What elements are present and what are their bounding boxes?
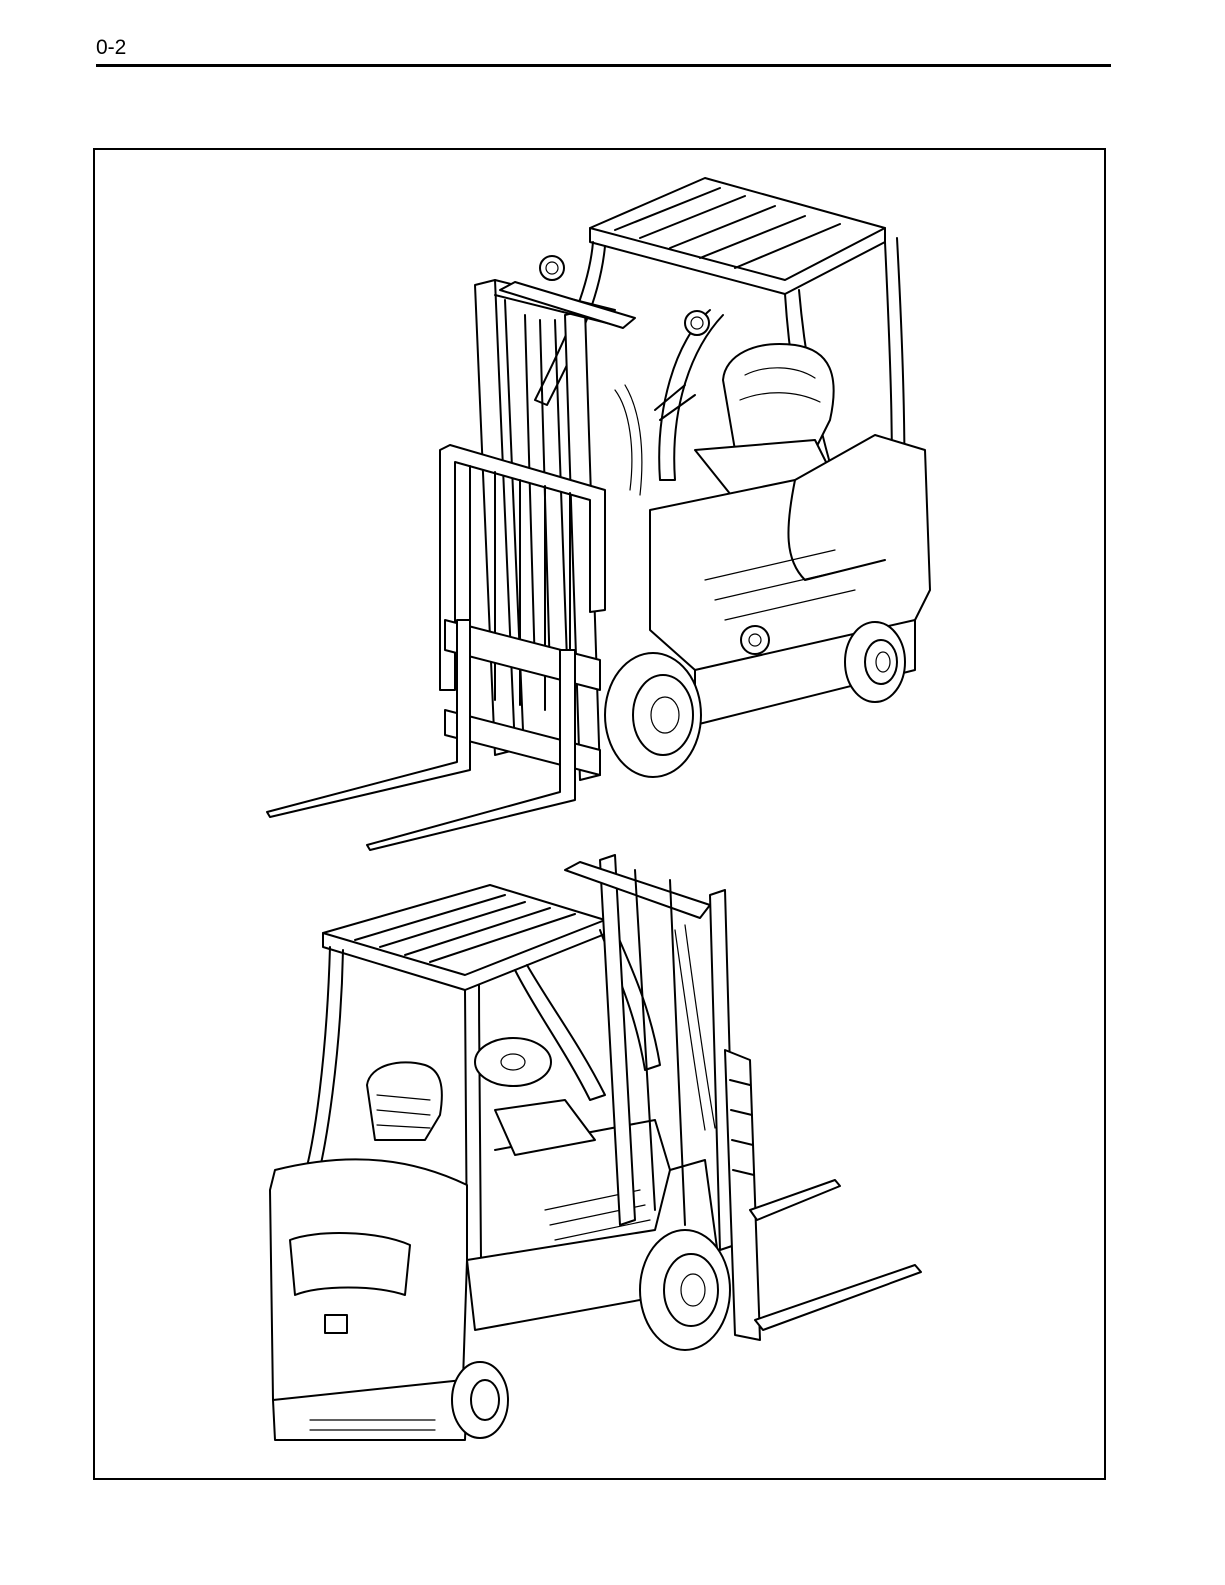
- figure-frame: [93, 148, 1106, 1480]
- page-header: 0-2: [96, 36, 1111, 68]
- page-number: 0-2: [96, 36, 126, 60]
- forklift-front-view-illustration: [267, 178, 930, 850]
- forklift-rear-view-illustration: [270, 855, 921, 1440]
- header-rule: [96, 64, 1111, 67]
